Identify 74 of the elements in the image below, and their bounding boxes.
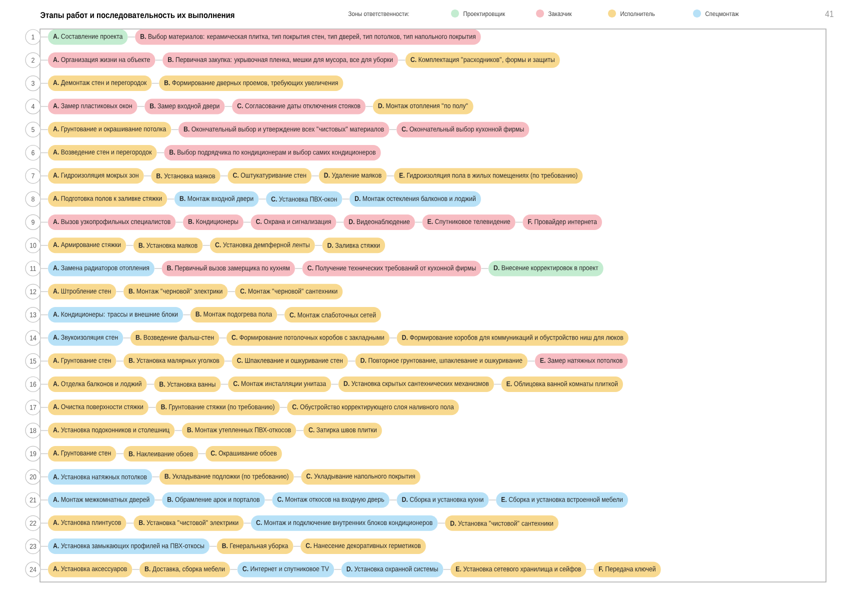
connector-line <box>438 522 446 524</box>
connector-line <box>40 360 48 362</box>
page-number: 41 <box>825 10 834 17</box>
connector-line <box>527 360 536 362</box>
connector-line <box>40 314 48 316</box>
connector-line <box>174 430 182 431</box>
connector-line <box>494 384 502 385</box>
connector-line <box>40 82 48 84</box>
connector-line <box>148 407 156 408</box>
connector-line <box>128 36 136 38</box>
connector-line <box>116 360 124 362</box>
connector-line <box>40 476 48 478</box>
connector-line <box>202 245 210 246</box>
connector-line <box>137 106 145 107</box>
connector-line <box>126 522 134 524</box>
connector-line <box>586 569 594 570</box>
connector-line <box>330 384 339 385</box>
connector-line <box>166 198 175 200</box>
connector-line <box>40 152 48 154</box>
connector-line <box>40 245 48 246</box>
connector-line <box>156 152 164 154</box>
connector-line <box>348 360 356 362</box>
connector-line <box>40 522 48 524</box>
connector-line <box>230 569 238 570</box>
connector-line <box>198 453 206 454</box>
connector-line <box>116 453 124 454</box>
connector-line <box>243 222 251 223</box>
connector-line <box>40 291 48 292</box>
connector-line <box>40 430 48 431</box>
connector-line <box>228 291 236 292</box>
connector-line <box>314 245 322 246</box>
connector-line <box>515 222 523 223</box>
connector-line <box>182 314 191 316</box>
connector-line <box>152 476 160 478</box>
connector-line <box>220 384 228 385</box>
connector-line <box>280 407 288 408</box>
connector-line <box>296 430 304 431</box>
connector-line <box>40 198 48 200</box>
connector-line <box>40 129 48 130</box>
connector-line <box>40 384 48 385</box>
connector-line <box>243 522 252 524</box>
connector-line <box>40 453 48 454</box>
connector-line <box>40 569 48 570</box>
connector-line <box>40 407 48 408</box>
connector-line <box>152 82 160 84</box>
connector-line <box>175 222 184 223</box>
connector-line <box>224 360 232 362</box>
connector-line <box>40 36 48 38</box>
connector-line <box>40 222 48 223</box>
connector-line <box>146 384 154 385</box>
connector-line <box>293 546 301 547</box>
connector-line <box>209 546 217 547</box>
connector-line <box>40 106 48 107</box>
connector-line <box>258 198 266 200</box>
connector-line <box>414 222 422 223</box>
connector-line <box>365 106 374 107</box>
connector-line <box>294 268 302 269</box>
connector-line <box>154 268 162 269</box>
connector-line <box>334 569 342 570</box>
connector-line <box>126 245 134 246</box>
connector-line <box>294 476 302 478</box>
connector-line <box>116 291 124 292</box>
connector-line <box>389 129 397 130</box>
connector-line <box>480 268 489 269</box>
connector-line <box>443 569 451 570</box>
connector-line <box>40 268 48 269</box>
connector-line <box>336 222 344 223</box>
connector-line <box>224 106 232 107</box>
connector-line <box>40 546 48 547</box>
title: Этапы работ и последовательность их выполнения <box>40 12 234 20</box>
connector-line <box>170 129 179 130</box>
connector-line <box>342 198 350 200</box>
connector-line <box>276 314 285 316</box>
connector-line <box>132 569 140 570</box>
